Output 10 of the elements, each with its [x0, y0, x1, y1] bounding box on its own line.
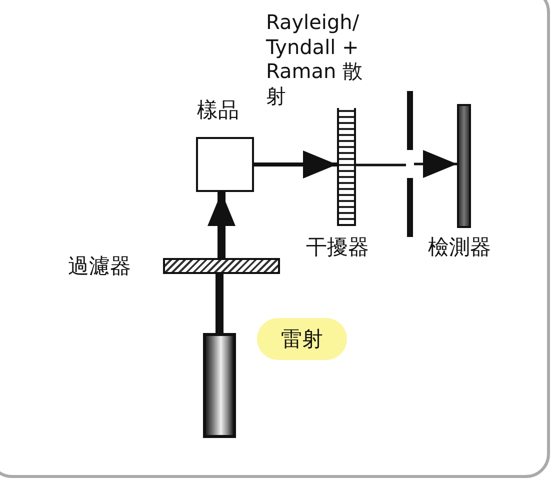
part-label: 樣品: [197, 98, 239, 123]
laser-label: 雷射: [257, 318, 347, 360]
beam-arrow: [254, 150, 337, 178]
part-label: 檢測器: [428, 235, 491, 260]
beam-line: [356, 164, 406, 166]
part-label: 干擾器: [306, 235, 369, 260]
beam-line: [216, 274, 224, 333]
part-label: 過濾器: [68, 254, 131, 279]
beam-arrow: [414, 150, 457, 178]
beam-arrow: [208, 192, 236, 258]
